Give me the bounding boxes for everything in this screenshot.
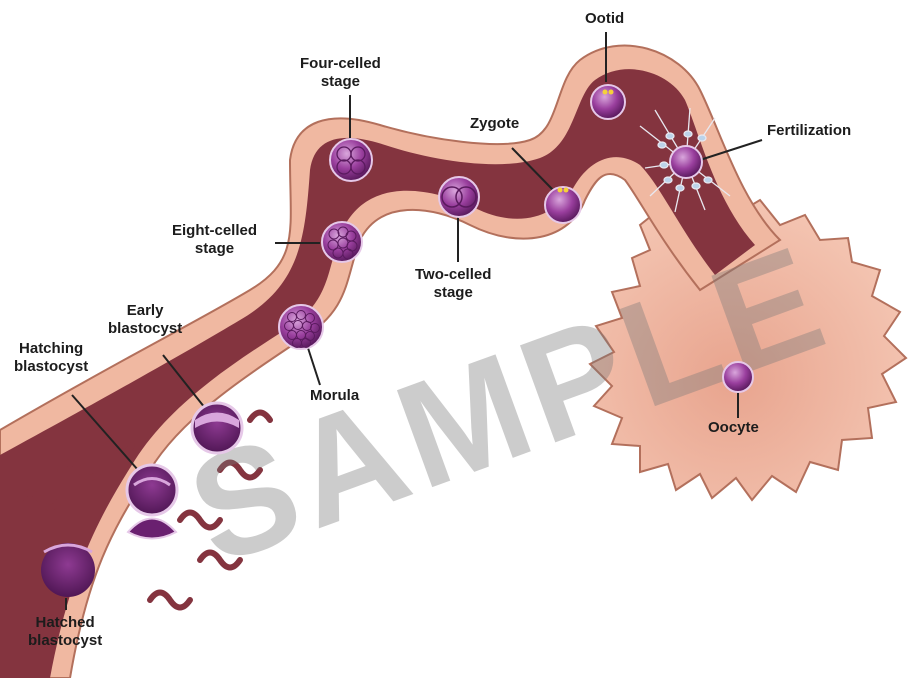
label-zygote: Zygote — [470, 115, 519, 133]
label-oocyte: Oocyte — [708, 419, 759, 437]
four-celled-cell — [330, 139, 372, 181]
ootid-cell — [591, 85, 625, 119]
label-two-celled-stage: Two-celled stage — [415, 266, 491, 302]
label-hatched-blastocyst: Hatched blastocyst — [28, 614, 102, 650]
oocyte-cell — [723, 362, 753, 392]
morula-cell — [279, 305, 323, 349]
early-blastocyst-cell — [192, 403, 242, 453]
watermark: SAMPLE — [169, 212, 848, 596]
hatching-blastocyst-cell — [127, 465, 177, 539]
label-four-celled-stage: Four-celled stage — [300, 55, 381, 91]
label-hatching-blastocyst: Hatching blastocyst — [14, 340, 88, 376]
two-celled-cell — [439, 177, 479, 217]
eight-celled-cell — [322, 222, 362, 262]
zygote-cell — [545, 187, 581, 223]
hatched-blastocyst-cell — [41, 543, 95, 597]
label-fertilization: Fertilization — [767, 122, 851, 140]
label-ootid: Ootid — [585, 10, 624, 28]
label-eight-celled-stage: Eight-celled stage — [172, 222, 257, 258]
label-early-blastocyst: Early blastocyst — [108, 302, 182, 338]
label-morula: Morula — [310, 387, 359, 405]
fertilization-cell — [670, 146, 702, 178]
